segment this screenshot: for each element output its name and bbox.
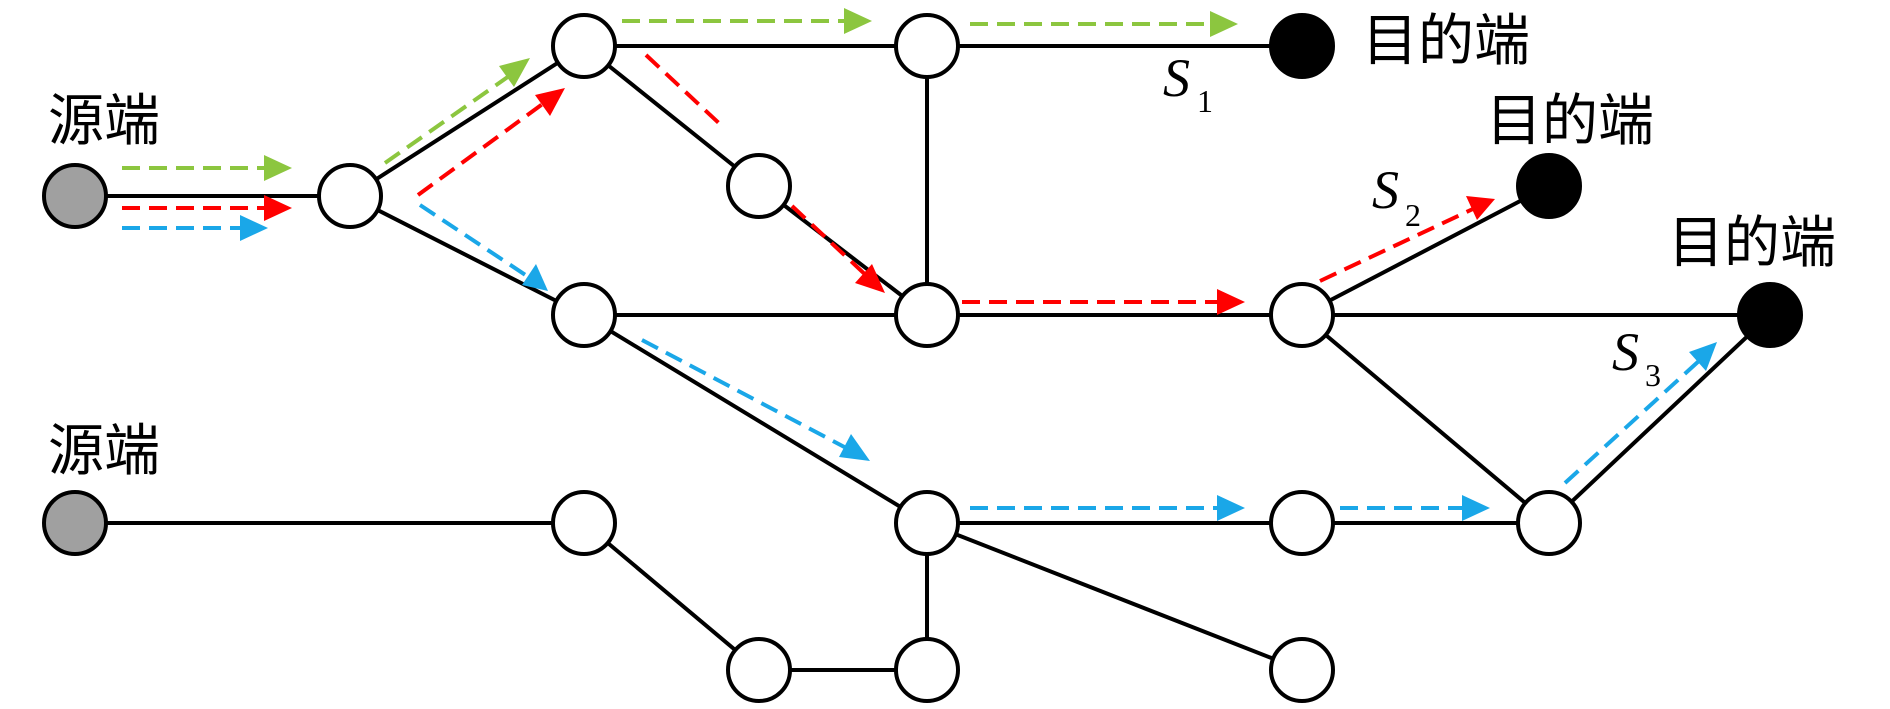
labels: 源端 源端 目的端 目的端 目的端 S 1 S 2 S 3 (48, 9, 1836, 484)
red-arrow (790, 204, 872, 281)
edges (75, 44, 1772, 672)
red-arrow (416, 98, 550, 197)
relay-node (726, 637, 792, 703)
s3-label: S (1612, 322, 1639, 382)
blue-arrowheads (240, 215, 1717, 521)
relay-node (894, 637, 960, 703)
relay-node (894, 13, 960, 79)
blue-arrow (418, 203, 532, 280)
relay-node (726, 153, 792, 219)
relay-node (551, 490, 617, 556)
blue-arrowhead (1462, 495, 1490, 521)
red-arrowheads (264, 88, 1495, 315)
blue-arrow (1563, 358, 1702, 485)
green-arrowhead (1210, 11, 1238, 37)
destination-node (1737, 282, 1803, 348)
relay-node (1269, 490, 1335, 556)
edge (582, 313, 929, 525)
source-label: 源端 (48, 419, 160, 484)
green-arrowhead (264, 155, 292, 181)
edge (1300, 313, 1551, 525)
red-arrow (644, 53, 724, 128)
destination-label: 目的端 (1362, 9, 1530, 74)
edge (1301, 184, 1550, 317)
relay-node (1516, 490, 1582, 556)
source-label: 源端 (48, 89, 160, 154)
edge (349, 194, 585, 317)
red-arrow (1319, 206, 1476, 283)
red-arrowhead (1217, 289, 1245, 315)
blue-arrowhead (839, 434, 870, 461)
relay-node (894, 282, 960, 348)
relay-node (317, 163, 383, 229)
green-arrow (383, 72, 514, 165)
red-arrowhead (855, 264, 885, 293)
s1-label: S (1163, 48, 1190, 108)
red-path (122, 53, 1476, 304)
green-arrowhead (499, 58, 530, 87)
s2-label: S (1372, 160, 1399, 220)
destination-label: 目的端 (1668, 211, 1836, 276)
edge (582, 521, 761, 672)
s2-subscript: 2 (1405, 197, 1421, 233)
source-node (42, 490, 108, 556)
destination-label: 目的端 (1486, 89, 1654, 154)
edge (757, 184, 929, 317)
green-arrowheads (264, 8, 1238, 181)
relay-node (1269, 637, 1335, 703)
blue-arrowhead (1689, 342, 1717, 371)
edge (926, 521, 1303, 672)
red-arrowhead (264, 195, 292, 221)
nodes (42, 13, 1803, 703)
edge (348, 44, 586, 198)
blue-arrow (641, 338, 851, 452)
relay-node (551, 13, 617, 79)
blue-path (122, 203, 1702, 510)
green-arrowhead (844, 8, 872, 34)
blue-arrowhead (522, 264, 548, 291)
destination-node (1516, 153, 1582, 219)
red-arrowhead (1466, 196, 1495, 220)
edge (1547, 313, 1772, 525)
s3-subscript: 3 (1645, 357, 1661, 393)
blue-arrowhead (1217, 495, 1245, 521)
blue-arrowhead (240, 215, 268, 241)
destination-node (1269, 13, 1335, 79)
edge (582, 44, 761, 188)
s1-subscript: 1 (1197, 83, 1213, 119)
green-path (122, 19, 1218, 170)
relay-node (894, 490, 960, 556)
relay-node (1269, 282, 1335, 348)
relay-node (551, 282, 617, 348)
source-node (42, 163, 108, 229)
red-arrowhead (535, 88, 565, 116)
